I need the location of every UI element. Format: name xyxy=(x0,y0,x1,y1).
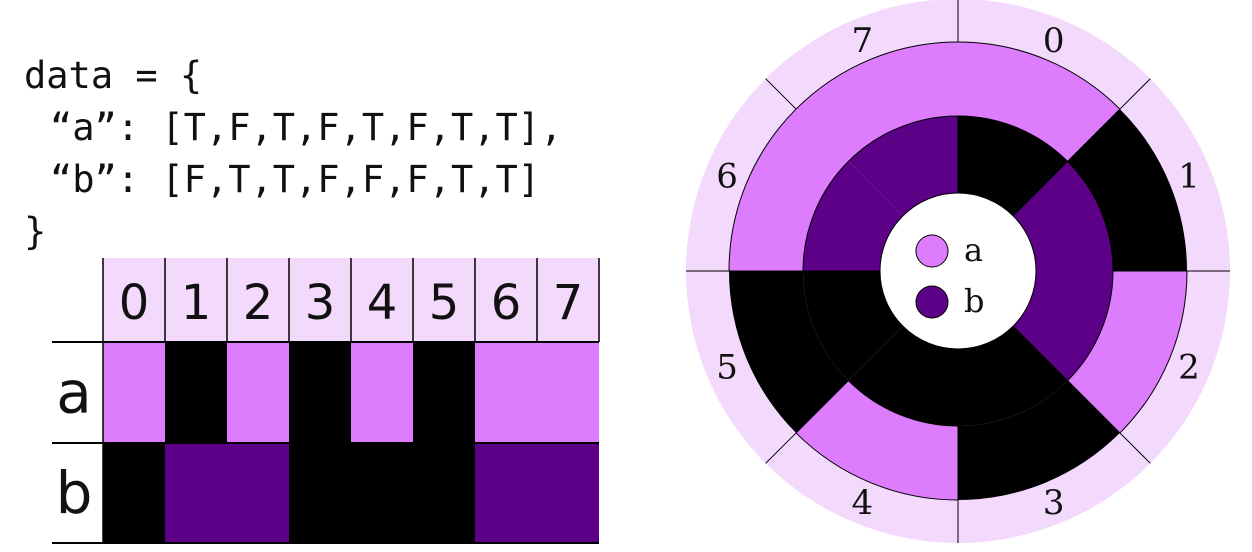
header-cell-2 xyxy=(227,258,289,342)
column-label-6: 6 xyxy=(491,275,522,331)
legend-label-b: b xyxy=(964,282,984,320)
segment-b-5 xyxy=(803,271,903,381)
wheel-index-label-3: 3 xyxy=(1043,483,1065,523)
segment-b-6 xyxy=(803,161,903,271)
segment-b-4 xyxy=(848,326,958,427)
column-label-4: 4 xyxy=(367,275,398,331)
cell-a-7 xyxy=(537,342,599,443)
segment-b-0 xyxy=(958,116,1068,216)
cell-b-6 xyxy=(475,443,537,543)
column-label-1: 1 xyxy=(181,275,212,331)
column-label-2: 2 xyxy=(243,275,274,331)
segment-divider xyxy=(1012,325,1121,434)
ring-border xyxy=(802,161,849,272)
wheel-index-label-0: 0 xyxy=(1043,21,1065,61)
ring-border xyxy=(1067,270,1114,381)
legend-label-a: a xyxy=(964,231,983,269)
segment-a-7 xyxy=(796,42,958,162)
cell-a-4 xyxy=(351,342,413,443)
header-cell-4 xyxy=(351,258,413,342)
cell-b-0 xyxy=(103,443,165,543)
wheel-index-label-4: 4 xyxy=(852,483,874,523)
label-divider xyxy=(1119,432,1151,464)
ring-border xyxy=(795,432,959,501)
segment-divider xyxy=(1012,108,1121,217)
header-cell-3 xyxy=(289,258,351,342)
segment-a-4 xyxy=(796,380,958,500)
column-label-7: 7 xyxy=(553,275,584,331)
segment-a-3 xyxy=(958,380,1120,500)
cell-b-1 xyxy=(165,443,227,543)
code-line-1: data = { xyxy=(24,54,203,97)
segment-b-1 xyxy=(1013,161,1113,271)
cell-b-3 xyxy=(289,443,351,543)
label-divider xyxy=(765,432,797,464)
code-line-2: “a”: [T,F,T,F,T,F,T,T], xyxy=(50,106,563,149)
column-label-5: 5 xyxy=(429,275,460,331)
legend-swatch-a xyxy=(915,234,949,268)
cell-a-0 xyxy=(103,342,165,443)
ring-border xyxy=(1119,270,1188,434)
cell-b-4 xyxy=(351,443,413,543)
segment-a-5 xyxy=(728,271,849,433)
wheel-index-label-5: 5 xyxy=(716,348,738,388)
code-block: data = { “a”: [T,F,T,F,T,F,T,T], “b”: [F,T… xyxy=(24,50,562,258)
segment-b-7 xyxy=(848,116,958,216)
label-divider xyxy=(765,78,797,110)
cell-b-5 xyxy=(413,443,475,543)
wheel-index-label-6: 6 xyxy=(716,156,738,196)
segment-a-1 xyxy=(1067,109,1187,272)
header-cell-7 xyxy=(537,258,599,342)
ring-border xyxy=(957,115,1068,162)
column-label-0: 0 xyxy=(119,275,150,331)
cell-a-6 xyxy=(475,342,537,443)
segment-divider xyxy=(795,380,849,434)
cell-b-7 xyxy=(537,443,599,543)
column-label-3: 3 xyxy=(305,275,336,331)
segment-b-3 xyxy=(958,326,1068,426)
segment-a-0 xyxy=(958,42,1120,162)
cell-a-3 xyxy=(289,342,351,443)
ring-border xyxy=(728,108,797,272)
header-cell-1 xyxy=(165,258,227,342)
ring-border xyxy=(795,41,959,110)
segment-a-2 xyxy=(1067,271,1187,433)
header-cell-0 xyxy=(103,258,165,342)
wheel-index-label-2: 2 xyxy=(1178,348,1200,388)
ring-border xyxy=(848,380,959,427)
cell-a-2 xyxy=(227,342,289,443)
wheel-index-label-7: 7 xyxy=(852,21,874,61)
center-hub xyxy=(879,192,1037,350)
legend-swatch-b xyxy=(915,285,949,319)
ring-border xyxy=(957,41,1121,110)
label-divider xyxy=(1119,78,1151,110)
segment-a-6 xyxy=(729,109,849,272)
row-label-a: a xyxy=(56,359,92,427)
ring-border xyxy=(1067,161,1114,272)
cell-a-5 xyxy=(413,342,475,443)
cell-b-2 xyxy=(227,443,289,543)
row-label-b: b xyxy=(56,459,93,527)
header-cell-5 xyxy=(413,258,475,342)
code-line-3: “b”: [F,T,T,F,F,F,T,T] xyxy=(50,158,541,201)
cell-a-1 xyxy=(165,342,227,443)
wheel-index-label-1: 1 xyxy=(1178,156,1200,196)
header-cell-6 xyxy=(475,258,537,342)
code-line-4: } xyxy=(24,210,47,253)
segment-b-2 xyxy=(1013,271,1113,381)
ring-border xyxy=(848,115,959,162)
